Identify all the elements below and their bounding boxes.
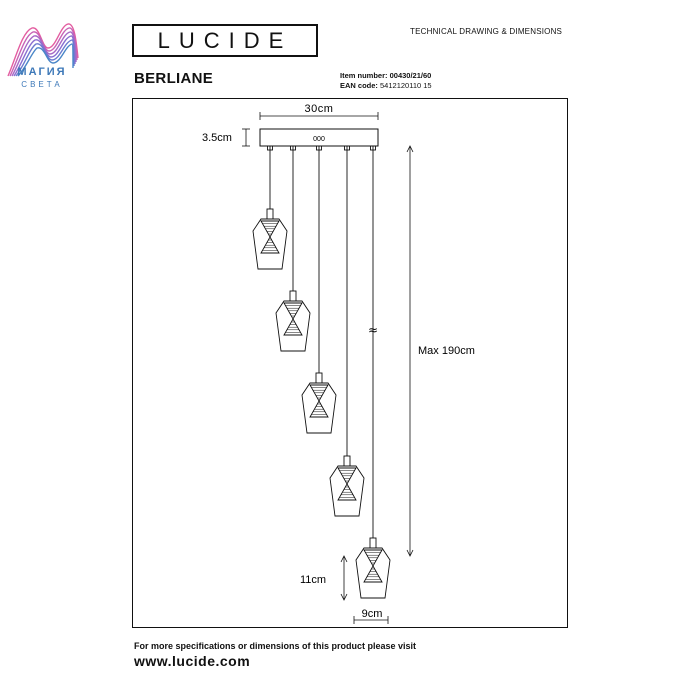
glass-shade: [355, 547, 391, 599]
item-number-label: Item number:: [340, 71, 388, 80]
item-number-value: 00430/21/60: [389, 71, 432, 80]
footer-text: For more specifications or dimensions of…: [134, 641, 417, 651]
glass-shade: [301, 382, 337, 434]
drawing-frame: [132, 98, 568, 628]
canopy-height-dimension: [242, 128, 250, 147]
document-type: TECHNICAL DRAWING & DIMENSIONS: [410, 27, 563, 36]
product-name: BERLIANE: [134, 70, 214, 87]
lamp-holder: [343, 455, 351, 467]
max-height-dimension: [406, 145, 414, 557]
technical-drawing: 000 30cm 3.5cm Max 190cm ≈ 11cm 9cm: [202, 103, 475, 624]
lamp-holder: [289, 290, 297, 302]
max-height-label: Max 190cm: [418, 345, 475, 357]
pendant-4: [329, 145, 365, 517]
canopy-width-label: 30cm: [305, 103, 334, 115]
canopy-height-label: 3.5cm: [202, 132, 232, 144]
lamp-holder: [369, 537, 377, 549]
lamp-holder: [315, 372, 323, 384]
glass-shade: [252, 218, 288, 270]
watermark-subtitle: СВЕТА: [21, 80, 63, 89]
ean-code: EAN code: 5412120110 15: [340, 81, 432, 90]
canopy-marking: 000: [313, 136, 325, 143]
magiya-sveta-logo: [7, 23, 79, 77]
pendant-3: [301, 145, 337, 434]
pendant-5: [355, 145, 391, 599]
shade-height-dimension: [340, 555, 348, 601]
glass-shade: [329, 465, 365, 517]
ean-code-label: EAN code:: [340, 81, 378, 90]
cable-fitting: [316, 145, 322, 151]
item-number: Item number: 00430/21/60: [340, 71, 431, 80]
cable-fitting: [344, 145, 350, 151]
cable-fitting: [370, 145, 376, 151]
canopy-width-dimension: [259, 112, 379, 120]
glass-shade: [275, 300, 311, 352]
footer-url-link[interactable]: www.lucide.com: [134, 653, 251, 669]
ean-code-value: 5412120110 15: [380, 81, 432, 90]
lamp-holder: [266, 208, 274, 220]
pendant-1: [252, 145, 288, 270]
shade-height-label: 11cm: [300, 574, 326, 586]
brand-logo: LUCIDE: [132, 24, 318, 57]
cable-fitting: [267, 145, 273, 151]
shade-width-label: 9cm: [362, 608, 383, 620]
watermark-name: МАГИЯ: [17, 66, 67, 78]
shade-width-dimension: [353, 616, 389, 624]
cable-break-icon: ≈: [368, 323, 378, 337]
cable-fitting: [290, 145, 296, 151]
pendants: [252, 145, 391, 599]
pendant-2: [275, 145, 311, 352]
